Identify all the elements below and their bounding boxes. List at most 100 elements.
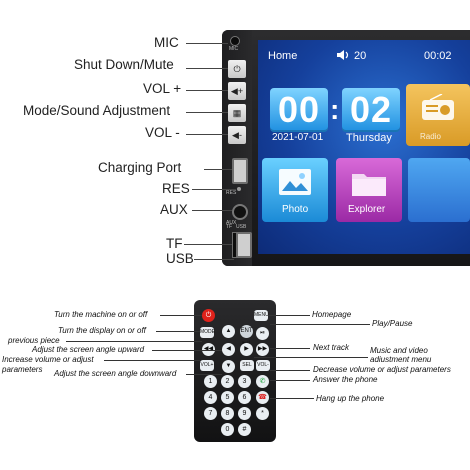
- label-increase-volume: Increase volume or adjust: [2, 355, 94, 364]
- remote-key-5[interactable]: 5: [221, 391, 234, 404]
- remote-key-hash[interactable]: #: [238, 423, 251, 436]
- label-mic: MIC: [154, 35, 179, 50]
- remote-angle-up-button[interactable]: ◀: [222, 343, 235, 356]
- remote-play-pause-button[interactable]: ⏯: [256, 327, 269, 340]
- vol-minus-button[interactable]: ◀-: [228, 126, 246, 144]
- explorer-label: Explorer: [348, 204, 386, 215]
- remote-ent-play-button[interactable]: ENT ▶II: [240, 325, 253, 347]
- label-tf: TF: [166, 236, 183, 251]
- leader-adjust-up: [152, 350, 222, 351]
- label-turn-display: Turn the display on or off: [58, 326, 146, 335]
- remote-vol-minus-button[interactable]: VOL-: [256, 360, 270, 371]
- label-previous-piece: previous piece: [8, 336, 60, 345]
- mic-hole: [230, 36, 240, 46]
- leader-adjust-down: [186, 374, 222, 375]
- label-turn-on-off: Turn the machine on or off: [54, 310, 148, 319]
- label-vol-plus: VOL +: [143, 81, 182, 96]
- mode-sound-button[interactable]: ▦: [228, 104, 246, 122]
- shut-down-mute-button[interactable]: ⏻: [228, 60, 246, 78]
- remote-key-star[interactable]: *: [256, 407, 269, 420]
- photo-tile[interactable]: Photo: [262, 158, 328, 222]
- remote-sel-button[interactable]: SEL: [240, 360, 254, 371]
- aux-jack[interactable]: [232, 204, 248, 220]
- leader-display: [156, 331, 200, 332]
- remote-key-9[interactable]: 9: [238, 407, 251, 420]
- vol-plus-button[interactable]: ◀+: [228, 82, 246, 100]
- label-parameters: parameters: [2, 365, 43, 374]
- leader-tf: [184, 244, 232, 245]
- label-charging-port: Charging Port: [98, 160, 182, 175]
- remote-answer-button[interactable]: ✆: [256, 375, 269, 388]
- leader-mode: [186, 112, 228, 113]
- radio-tile[interactable]: [406, 84, 470, 146]
- label-aux: AUX: [160, 202, 188, 217]
- remote-key-3[interactable]: 3: [238, 375, 251, 388]
- remote-next-button[interactable]: ▶▶: [256, 343, 269, 356]
- remote-key-4[interactable]: 4: [204, 391, 217, 404]
- label-hangup: Hang up the phone: [316, 394, 385, 403]
- label-music-video-2: adiustment menu: [370, 355, 432, 364]
- remote-down-button[interactable]: ▼: [222, 360, 235, 373]
- remote-key-1[interactable]: 1: [204, 375, 217, 388]
- tf-mark: TF: [226, 224, 233, 230]
- remote-key-0[interactable]: 0: [221, 423, 234, 436]
- leader-mic: [186, 43, 228, 44]
- label-next-track: Next track: [313, 343, 350, 352]
- remote-key-2[interactable]: 2: [221, 375, 234, 388]
- touch-screen[interactable]: Home 20 00:02 00 : 02 2021-07-01 Thursda…: [258, 40, 470, 254]
- extra-tile[interactable]: [408, 158, 470, 222]
- leader-vol-minus: [186, 134, 228, 135]
- res-mark: RES: [226, 190, 237, 196]
- status-time: 00:02: [424, 50, 452, 62]
- photo-icon: [279, 169, 311, 195]
- leader-music-video: [254, 357, 368, 358]
- clock-minutes: 02: [342, 88, 400, 132]
- leader-answer: [270, 380, 310, 381]
- leader-aux: [192, 210, 232, 211]
- clock-day: Thursday: [346, 132, 392, 144]
- remote-key-6[interactable]: 6: [238, 391, 251, 404]
- explorer-tile[interactable]: Explorer: [336, 158, 402, 222]
- leader-hangup: [270, 398, 314, 399]
- leader-shut-down: [186, 68, 228, 69]
- remote-mode-button[interactable]: MODE: [200, 327, 215, 338]
- leader-homepage: [268, 315, 310, 316]
- remote-prev-button[interactable]: ◀◀: [202, 343, 215, 356]
- label-homepage: Homepage: [312, 310, 352, 319]
- charging-usb-port[interactable]: [232, 158, 248, 184]
- leader-decrease: [270, 370, 310, 371]
- remote-power-button[interactable]: ⏻: [202, 309, 215, 322]
- leader-res: [192, 189, 236, 190]
- photo-label: Photo: [282, 204, 309, 215]
- aux-mark: AUX: [226, 220, 237, 226]
- usb-mark: USB: [236, 224, 247, 230]
- leader-turn-on-off: [160, 315, 202, 316]
- radio-label: Radio: [420, 132, 441, 141]
- clock-hours: 00: [270, 88, 328, 132]
- label-adjust-up: Adjust the screen angle upward: [32, 345, 145, 354]
- usb-port[interactable]: [236, 232, 252, 258]
- leader-usb: [194, 259, 234, 260]
- leader-vol-plus: [186, 90, 228, 91]
- volume-level: 20: [354, 50, 367, 62]
- label-play-pause: Play/Pause: [372, 319, 413, 328]
- label-vol-minus: VOL -: [145, 125, 180, 140]
- remote-hangup-button[interactable]: ☎: [256, 391, 269, 404]
- clock-colon: :: [330, 94, 340, 125]
- remote-angle-right-button[interactable]: ▶: [240, 343, 253, 356]
- res-button[interactable]: [237, 187, 241, 191]
- remote-key-7[interactable]: 7: [204, 407, 217, 420]
- radio-icon: [422, 94, 454, 120]
- remote-vol-plus-button[interactable]: VOL+: [200, 360, 214, 371]
- home-label[interactable]: Home: [268, 50, 298, 62]
- label-decrease-volume: Decrease volume or adjust parameters: [313, 365, 451, 374]
- status-bar: Home 20 00:02: [258, 40, 470, 70]
- remote-key-8[interactable]: 8: [221, 407, 234, 420]
- speaker-icon: [337, 50, 349, 60]
- label-usb: USB: [166, 251, 194, 266]
- remote-up-button[interactable]: ▲: [222, 325, 235, 338]
- label-adjust-down: Adjust the screen angle downward: [54, 369, 177, 378]
- folder-icon: [352, 174, 386, 196]
- remote-menu-button[interactable]: MENU: [254, 310, 269, 321]
- clock-date: 2021-07-01: [272, 132, 324, 143]
